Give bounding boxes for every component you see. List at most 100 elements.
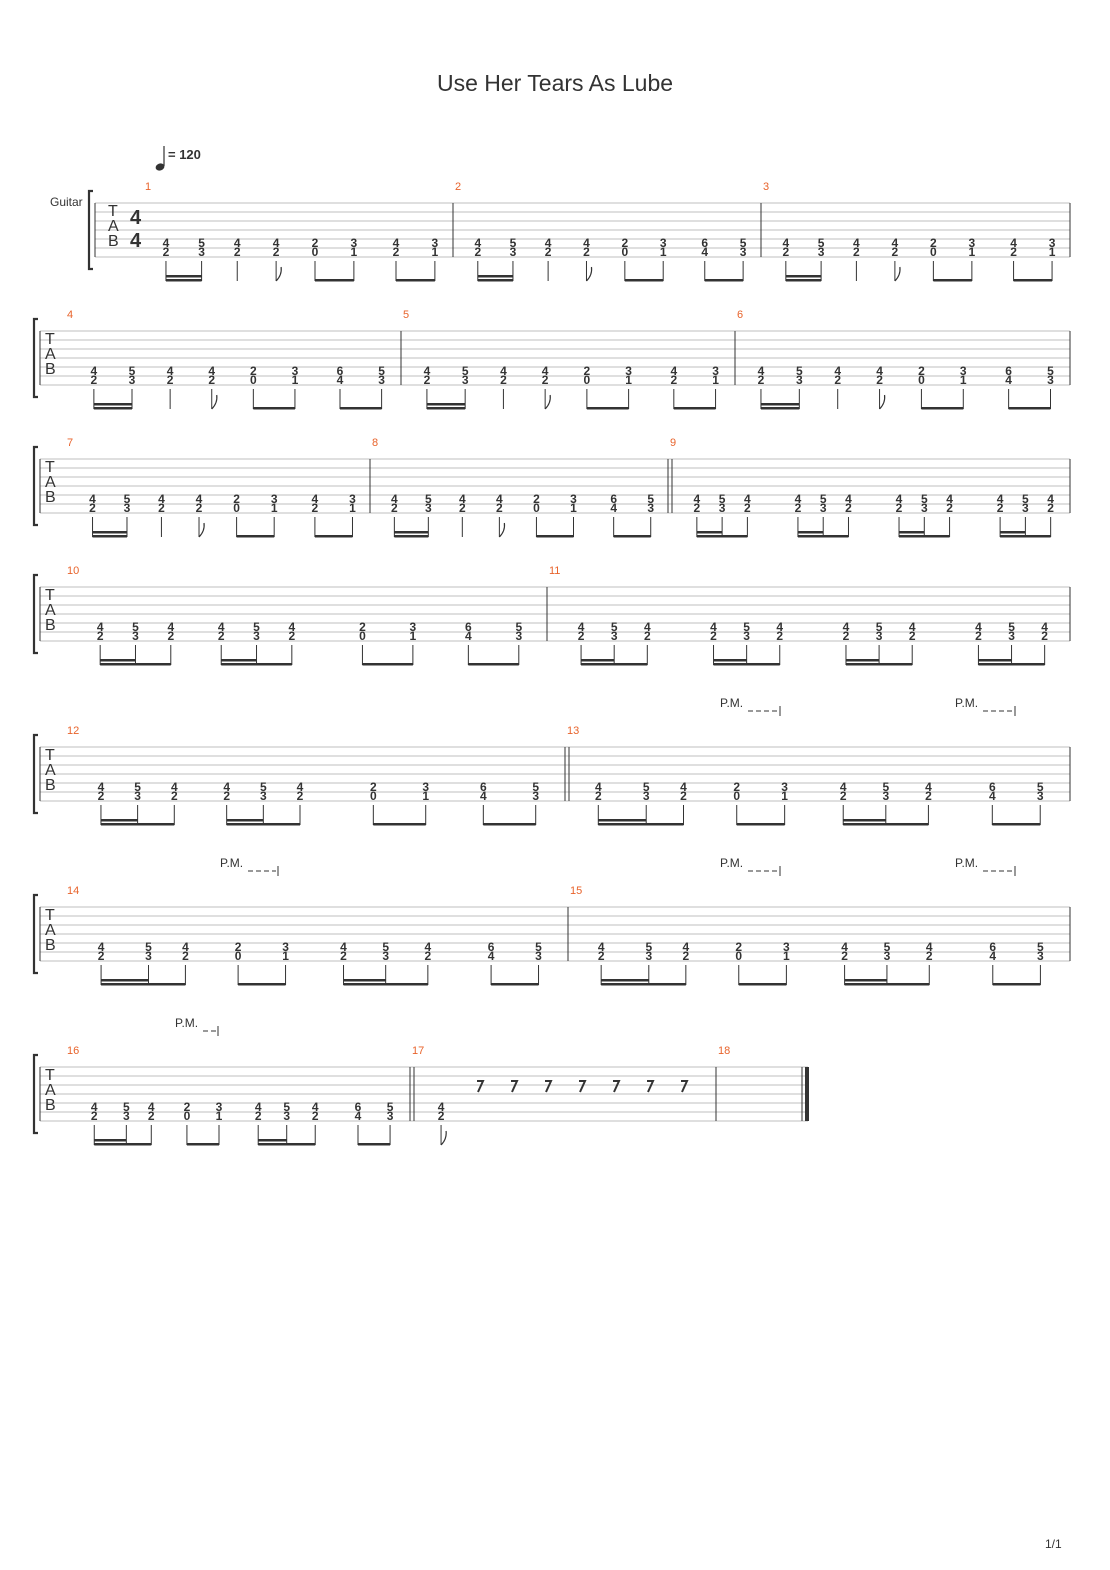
fret-number: 0 [918,373,925,387]
measure-number: 1 [145,181,151,193]
fret-number: 2 [312,236,319,250]
fret-number: 3 [884,949,891,963]
fret-number: 3 [422,780,429,794]
fret-number: 4 [98,780,105,794]
fret-number: 4 [701,245,708,259]
eighth-rest-icon [647,1080,655,1093]
fret-number: 5 [134,780,141,794]
fret-number: 0 [184,1109,191,1123]
fret-number: 3 [132,629,139,643]
fret-number: 4 [758,364,765,378]
fret-number: 2 [733,780,740,794]
fret-number: 3 [283,1109,290,1123]
fret-number: 4 [909,620,916,634]
tab-clef-letter: B [45,1097,56,1114]
fret-number: 1 [432,245,439,259]
fret-number: 4 [841,940,848,954]
note-beam [785,279,822,282]
fret-number: 3 [515,629,522,643]
fret-number: 1 [1049,245,1056,259]
fret-number: 2 [184,1100,191,1114]
note-beam [94,1143,152,1146]
fret-number: 3 [625,364,632,378]
fret-number: 2 [876,373,883,387]
fret-number: 5 [283,1100,290,1114]
fret-number: 5 [645,940,652,954]
fret-number: 4 [288,620,295,634]
fret-number: 2 [167,629,174,643]
eighth-rest-icon [681,1080,689,1093]
fret-number: 0 [359,629,366,643]
note-flag [544,394,551,410]
fret-number: 4 [845,492,852,506]
fret-number: 2 [841,949,848,963]
time-signature-top: 4 [130,207,142,229]
note-beam [94,1139,127,1142]
tab-system: TAB4414253424220314231242534242203164533… [87,181,1071,282]
fret-number: 3 [1008,629,1015,643]
fret-number: 5 [132,620,139,634]
tab-system: TAB4425342422031645354253424220314231642… [32,309,1071,410]
fret-number: 1 [969,245,976,259]
fret-number: 6 [465,620,472,634]
fret-number: 5 [740,236,747,250]
fret-number: 4 [840,780,847,794]
note-beam [536,535,574,538]
fret-number: 3 [123,1109,130,1123]
fret-number: 3 [1037,789,1044,803]
fret-number: 2 [997,501,1004,515]
fret-number: 5 [1047,364,1054,378]
fret-number: 4 [782,236,789,250]
system-bracket [32,893,38,975]
note-beam [100,819,138,822]
fret-number: 4 [391,492,398,506]
fret-number: 5 [884,940,891,954]
fret-number: 4 [425,940,432,954]
fret-number: 3 [216,1100,223,1114]
fret-number: 2 [234,245,241,259]
fret-number: 3 [253,629,260,643]
fret-number: 2 [918,364,925,378]
fret-number: 3 [432,236,439,250]
note-flag [498,522,506,538]
note-beam [845,663,913,666]
fret-number: 2 [975,629,982,643]
fret-number: 0 [250,373,257,387]
palm-mute-label: P.M. [955,696,978,710]
fret-number: 3 [643,789,650,803]
fret-number: 0 [584,373,591,387]
fret-number: 2 [621,236,628,250]
palm-mute-label: P.M. [720,696,743,710]
note-beam [736,823,785,826]
fret-number: 5 [425,492,432,506]
fret-number: 4 [91,1100,98,1114]
note-beam [613,535,651,538]
palm-mute-label: P.M. [955,856,978,870]
fret-number: 5 [820,492,827,506]
note-flag [586,266,593,282]
note-beam [696,535,748,538]
note-beam [362,663,413,666]
fret-number: 5 [198,236,205,250]
fret-number: 2 [163,245,170,259]
note-beam [477,275,513,278]
fret-number: 5 [387,1100,394,1114]
measure-number: 9 [670,437,676,449]
fret-number: 3 [378,373,385,387]
tab-clef-letter: B [108,233,119,250]
fret-number: 2 [735,940,742,954]
fret-number: 1 [781,789,788,803]
fret-number: 3 [425,501,432,515]
fret-number: 3 [1037,949,1044,963]
note-beam [468,663,519,666]
tab-system: TAB1042534242534220316453114253424253424… [32,565,1071,666]
note-beam [426,403,466,406]
fret-number: 2 [496,501,503,515]
fret-number: 2 [182,949,189,963]
note-beam [343,979,386,982]
fret-number: 4 [91,364,98,378]
fret-number: 3 [351,236,358,250]
